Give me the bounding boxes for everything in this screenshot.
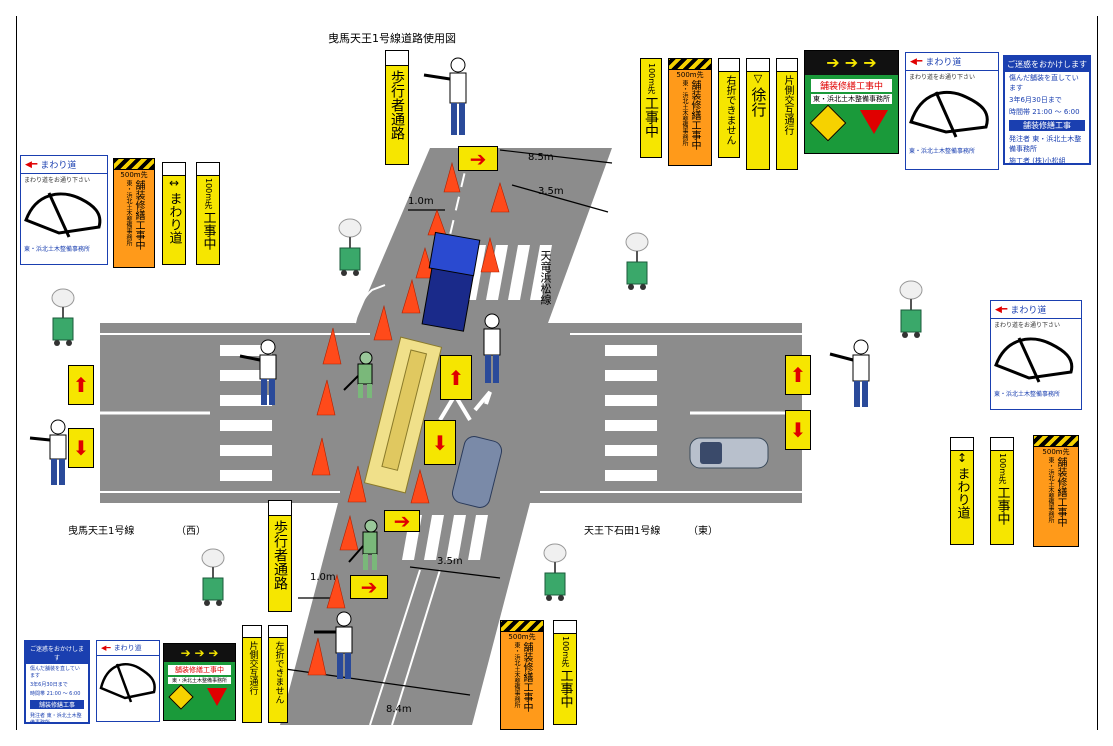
detour-sign: ↕ まわり道 <box>950 437 974 545</box>
figure-frame <box>16 16 1098 730</box>
notice-board: ご迷惑をおかけします 傷んだ舗装を直しています 3年6月30日まで 時間帯 21… <box>1003 55 1091 165</box>
banner-board: ➔ ➔ ➔ 舗装修繕工事中 東・浜北土木整備事務所 <box>804 50 899 154</box>
construction-sign: 100m先 工事中 <box>196 162 220 265</box>
construction-sign: 100m先 工事中 <box>553 620 577 725</box>
arrow-board-south-2: ➔ <box>350 575 388 599</box>
banner-board: ➔ ➔ ➔ 舗装修繕工事中 東・浜北土木整備事務所 <box>163 643 236 721</box>
dimension-label: 8.5m <box>528 152 554 163</box>
alternating-sign: 片側交互通行 <box>242 625 262 723</box>
flagger-icon <box>829 339 870 407</box>
paving-sign: 500m先 東・浜北土木整備事務所 舗装修繕工事中 <box>113 158 155 268</box>
dimension-label: 8.4m <box>386 704 412 715</box>
worker-shovel-icon <box>348 519 378 570</box>
dimension-label: 3.5m <box>437 556 463 567</box>
arrow-board-east-down: ⬇ <box>785 410 811 450</box>
light-tower-icon <box>899 280 923 338</box>
left-turn-sign: 左折できません <box>268 625 288 723</box>
light-tower-icon <box>543 543 567 601</box>
arrow-board-north: ➔ <box>458 146 498 171</box>
flagger-icon <box>29 419 67 485</box>
page-title: 曳馬天王1号線道路使用図 <box>328 32 456 45</box>
right-turn-sign: 右折できません <box>718 58 740 158</box>
dimension-label: 3.5m <box>538 186 564 197</box>
light-tower-icon <box>201 548 225 606</box>
road-horizontal <box>100 323 802 503</box>
pedestrian-sign: 歩行者通路 <box>268 500 292 612</box>
road-north <box>355 148 612 323</box>
dimension-label: 1.0m <box>408 196 434 207</box>
arrow-board-east-up: ⬆ <box>785 355 811 395</box>
arrow-board-center-down: ⬇ <box>424 420 456 465</box>
notice-board: ご迷惑をおかけします 傷んだ舗装を直しています 3年6月30日まで 時間帯 21… <box>24 640 90 724</box>
road-name-cross: 天竜浜松線 <box>539 250 552 305</box>
car-icon <box>451 436 769 508</box>
detour-map: ◀━まわり道 まわり道をお通り下さい 東・浜北土木整備事務所 <box>990 300 1082 410</box>
detour-map: ◀━まわり道 <box>96 640 160 722</box>
arrow-board-west-up: ⬆ <box>68 365 94 405</box>
detour-map: ◀━まわり道 まわり道をお通り下さい 東・浜北土木整備事務所 <box>20 155 108 265</box>
paver-icon <box>363 336 443 494</box>
road-name-west: 曳馬天王1号線 <box>68 526 135 537</box>
paving-sign: 500m先 東・浜北土木整備事務所 舗装修繕工事中 <box>1033 435 1079 547</box>
arrow-board-center-up: ⬆ <box>440 355 472 400</box>
flagger-icon <box>239 339 277 405</box>
flagger-icon <box>314 611 353 679</box>
road-direction-west: （西） <box>176 526 206 537</box>
construction-sign: 100m先 工事中 <box>640 58 662 158</box>
dimension-label: 1.0m <box>310 572 336 583</box>
worker-shovel-icon <box>343 351 373 398</box>
paving-sign: 500m先 東・浜北土木整備事務所 舗装修繕工事中 <box>500 620 544 730</box>
detour-sign: ↔ まわり道 <box>162 162 186 265</box>
road-name-east: 天王下石田1号線 <box>584 526 661 537</box>
flagger-icon <box>423 57 467 135</box>
arrow-board-south-1: ➔ <box>384 510 420 532</box>
detour-map: ◀━まわり道 まわり道をお通り下さい 東・浜北土木整備事務所 <box>905 52 999 170</box>
road-direction-east: （東） <box>688 526 718 537</box>
paving-sign: 500m先 東・浜北土木整備事務所 舗装修繕工事中 <box>668 58 712 166</box>
pedestrian-sign: 歩行者通路 <box>385 50 409 165</box>
slow-sign: ▽ 徐行 <box>746 58 770 170</box>
construction-sign: 100m先 工事中 <box>990 437 1014 545</box>
flagger-icon <box>483 313 501 383</box>
arrow-board-west-down: ⬇ <box>68 428 94 468</box>
light-tower-icon <box>338 218 362 276</box>
light-tower-icon <box>625 232 649 290</box>
truck-icon <box>421 231 481 332</box>
light-tower-icon <box>51 288 75 346</box>
alternating-sign: 片側交互通行 <box>776 58 798 170</box>
